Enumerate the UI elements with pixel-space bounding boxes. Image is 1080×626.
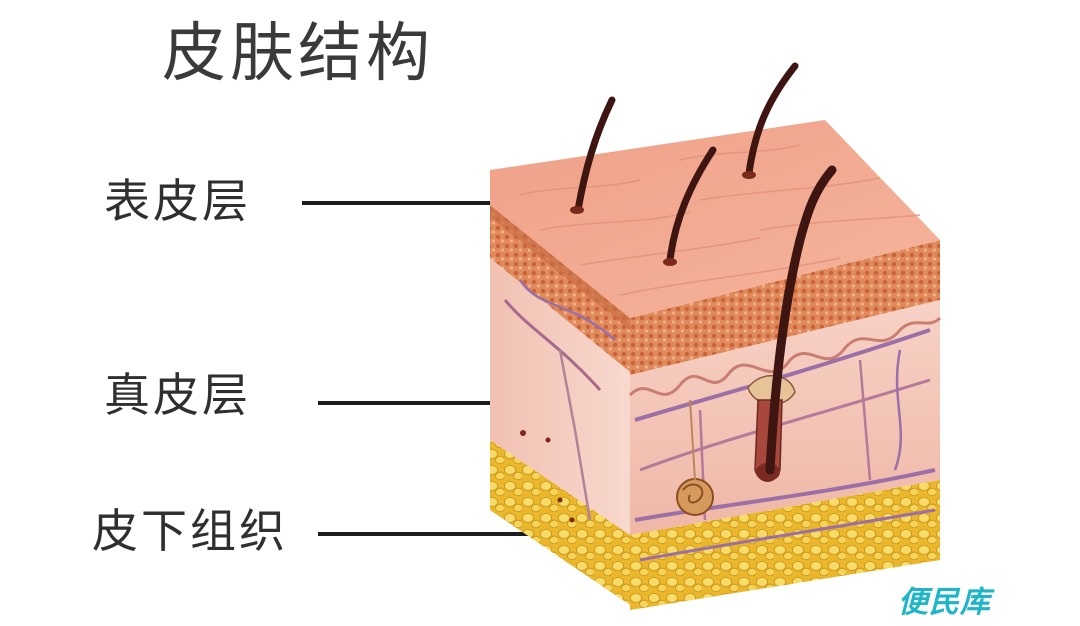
leader-line-epidermis — [302, 201, 528, 205]
label-dermis: 真皮层 — [104, 368, 251, 422]
front-dermis-layer — [630, 300, 940, 535]
leader-line-subcutaneous — [318, 532, 578, 536]
watermark-logo: 便民库 — [898, 585, 991, 620]
label-epidermis: 表皮层 — [104, 174, 251, 228]
hair-4 — [765, 165, 837, 475]
label-subcutaneous: 皮下组织 — [92, 504, 288, 558]
hair-2 — [745, 62, 799, 177]
left-epidermis-layer — [490, 205, 630, 372]
hair-3 — [666, 146, 717, 264]
hair-1 — [574, 96, 616, 214]
left-fat-layer — [490, 440, 630, 605]
hairs — [570, 62, 837, 475]
block-left-face — [490, 205, 630, 605]
sweat-gland — [676, 399, 714, 516]
block-front-face — [628, 240, 942, 610]
leader-line-dermis — [318, 401, 550, 405]
left-dermis-layer — [490, 258, 630, 535]
diagram-title: 皮肤结构 — [162, 17, 434, 91]
front-fat-layer — [630, 480, 940, 610]
